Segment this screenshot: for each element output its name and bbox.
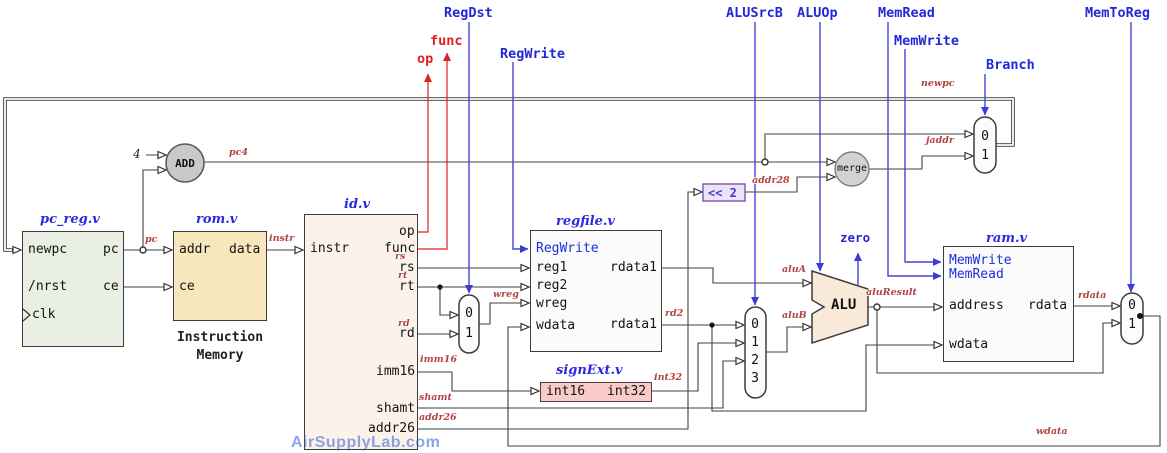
port-newpc: newpc <box>28 242 68 257</box>
wreg-mux-1: 1 <box>465 326 473 341</box>
label-regdst: RegDst <box>444 5 493 21</box>
label-branch: Branch <box>986 57 1035 73</box>
port-instr: instr <box>310 241 350 256</box>
caption-instruction: Instruction <box>176 330 264 345</box>
port-rd: rd <box>399 326 415 341</box>
port-memwrite: MemWrite <box>949 253 1012 268</box>
port-memread: MemRead <box>949 267 1004 282</box>
port-ce-out: ce <box>103 279 119 294</box>
wire-label-rd: rd <box>398 318 410 329</box>
wire-label-imm16: imm16 <box>420 354 457 365</box>
title-signext: signExt.v <box>556 363 623 378</box>
port-int32: int32 <box>607 384 647 399</box>
pc-mux <box>973 116 997 174</box>
net-newpc <box>3 97 1015 250</box>
port-addr26: addr26 <box>368 421 415 436</box>
wire-label-wdata: wdata <box>1036 426 1068 437</box>
alub-mux-1: 1 <box>751 335 759 350</box>
module-instruction-decoder <box>304 214 418 450</box>
port-op: op <box>399 224 415 239</box>
label-memtoreg: MemToReg <box>1085 5 1151 21</box>
port-wreg: wreg <box>536 296 568 311</box>
wire-label-jaddr: jaddr <box>926 135 954 146</box>
wire-label-addr28: addr28 <box>752 175 790 186</box>
title-ram: ram.v <box>986 231 1028 246</box>
port-rdata: rdata <box>1028 298 1068 313</box>
wire-label-pc: pc <box>145 234 158 245</box>
memtoreg-mux-0: 0 <box>1128 298 1136 313</box>
port-pc: pc <box>103 242 119 257</box>
port-imm16: imm16 <box>376 364 416 379</box>
port-nrst: /nrst <box>28 279 68 294</box>
alu-label: ALU <box>831 297 857 313</box>
wreg-mux <box>458 294 480 354</box>
watermark: AirSupplyLab.com <box>291 434 441 451</box>
wire-label-rt: rt <box>398 270 408 281</box>
pc-mux-0: 0 <box>981 129 989 144</box>
label-op: op <box>417 51 434 67</box>
label-zero: zero <box>840 230 871 245</box>
wire-label-alub: aluB <box>782 310 807 321</box>
port-reg2: reg2 <box>536 278 568 293</box>
constant-4: 4 <box>133 147 141 161</box>
wire-label-alua: aluA <box>782 264 807 275</box>
add-label: ADD <box>175 157 195 170</box>
title-rom: rom.v <box>196 212 238 227</box>
port-rt: rt <box>399 279 415 294</box>
label-func: func <box>430 33 463 49</box>
opcode-wires <box>418 52 451 250</box>
port-reg1: reg1 <box>536 260 568 275</box>
label-regwrite: RegWrite <box>500 46 566 62</box>
alub-mux-3: 3 <box>751 371 759 386</box>
wire-label-rdata: rdata <box>1078 290 1107 301</box>
title-regfile: regfile.v <box>556 214 615 229</box>
wire-label-wreg: wreg <box>493 289 519 300</box>
wire-label-addr26: addr26 <box>419 412 457 423</box>
port-int16: int16 <box>546 384 586 399</box>
label-memread: MemRead <box>878 5 935 21</box>
port-clk: clk <box>32 307 56 322</box>
wire-label-rd2: rd2 <box>665 308 684 319</box>
port-data: data <box>229 242 261 257</box>
port-wdata-ram: wdata <box>949 337 989 352</box>
memtoreg-mux-1: 1 <box>1128 317 1136 332</box>
wire-label-aluresult: aluResult <box>866 287 917 298</box>
title-id: id.v <box>344 197 371 212</box>
shift-left-2-label: << 2 <box>708 186 737 200</box>
label-memwrite: MemWrite <box>894 33 960 49</box>
wire-label-instr: instr <box>269 233 295 244</box>
caption-memory: Memory <box>196 348 244 363</box>
port-address: address <box>949 298 1004 313</box>
title-pc-reg: pc_reg.v <box>40 212 100 227</box>
port-regwrite: RegWrite <box>536 241 599 256</box>
port-ce-in: ce <box>179 279 195 294</box>
port-rdata1-top: rdata1 <box>610 260 657 275</box>
wire-label-int32: int32 <box>654 372 683 383</box>
port-shamt: shamt <box>376 401 416 416</box>
wire-label-pc4: pc4 <box>229 147 249 158</box>
port-rdata1-bottom: rdata1 <box>610 317 657 332</box>
wire-label-newpc: newpc <box>921 78 955 89</box>
label-alusrcb: ALUSrcB <box>726 5 783 21</box>
alub-mux-0: 0 <box>751 317 759 332</box>
port-addr: addr <box>179 242 211 257</box>
port-wdata-regfile: wdata <box>536 318 576 333</box>
alub-mux-2: 2 <box>751 353 759 368</box>
wire-label-rs: rs <box>395 251 406 262</box>
port-rs: rs <box>399 260 415 275</box>
wire-label-shamt: shamt <box>419 392 452 403</box>
pc-mux-1: 1 <box>981 148 989 163</box>
label-aluop: ALUOp <box>797 5 838 21</box>
wreg-mux-0: 0 <box>465 306 473 321</box>
merge-label: merge <box>836 163 868 174</box>
